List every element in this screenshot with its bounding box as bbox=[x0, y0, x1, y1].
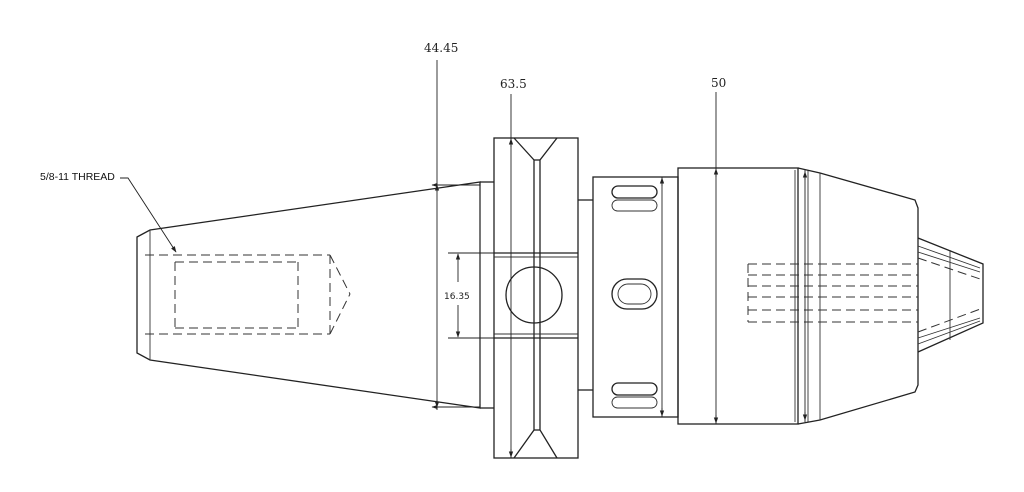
bore-hidden bbox=[747, 263, 918, 323]
dim-cross-hole bbox=[448, 252, 494, 339]
dim-flange-height bbox=[431, 60, 480, 410]
dim-label-63-5: 63.5 bbox=[500, 77, 527, 91]
body-sleeve bbox=[578, 176, 679, 418]
collet-nose bbox=[917, 237, 984, 353]
taper-shank bbox=[136, 181, 494, 409]
thread-callout-leader bbox=[120, 177, 177, 253]
dim-label-50: 50 bbox=[711, 76, 726, 90]
dim-label-44-45: 44.45 bbox=[424, 41, 458, 55]
thread-callout-label: 5/8-11 THREAD bbox=[40, 171, 115, 183]
flange bbox=[493, 137, 579, 459]
collet-nut bbox=[677, 167, 919, 425]
threaded-hole-hidden bbox=[145, 254, 351, 335]
dim-label-16-35: 16.35 bbox=[444, 292, 470, 302]
